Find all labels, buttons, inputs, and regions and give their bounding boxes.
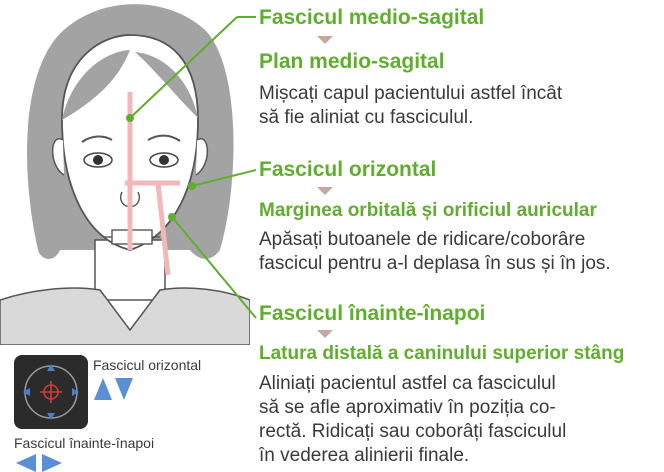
down-arrow-icon <box>317 187 333 195</box>
horiz-text-1: Apăsați butoanele de ridicare/coborâre <box>259 228 585 252</box>
front-text-3: rectă. Ridicați sau coborâți fasciculul <box>259 420 566 444</box>
plane-title-frontback: Latura distală a caninului superior stân… <box>259 343 624 365</box>
beam-title-horizontal: Fascicul orizontal <box>259 158 436 182</box>
beam-title-frontback: Fascicul înainte-înapoi <box>259 302 485 326</box>
controller-horizontal-label: Fascicul orizontal <box>93 357 201 373</box>
mid-text-1: Mișcați capul pacientului astfel încât <box>259 82 562 106</box>
front-text-1: Aliniați pacientul astfel ca fasciculul <box>259 372 556 396</box>
front-text-4: în vederea alinierii finale. <box>259 444 469 468</box>
plane-title-horizontal: Marginea orbitală și orificiul auricular <box>259 200 597 222</box>
down-arrow-icon <box>317 330 333 338</box>
face-illustration <box>0 0 250 345</box>
down-arrow-icon <box>317 36 333 44</box>
controller-pad <box>14 355 88 429</box>
beam-title-mid: Fascicul medio-sagital <box>259 6 484 30</box>
controller-frontback-label: Fascicul înainte-înapoi <box>14 435 154 451</box>
left-right-arrows-icon <box>14 454 64 472</box>
horiz-text-2: fascicul pentru a-l deplasa în sus și în… <box>259 252 611 276</box>
up-down-arrows-icon <box>93 376 135 402</box>
plane-title-mid: Plan medio-sagital <box>259 50 445 74</box>
front-text-2: să se afle aproximativ în poziția co- <box>259 396 556 420</box>
mid-text-2: să fie aliniat cu fasciculul. <box>259 106 473 130</box>
